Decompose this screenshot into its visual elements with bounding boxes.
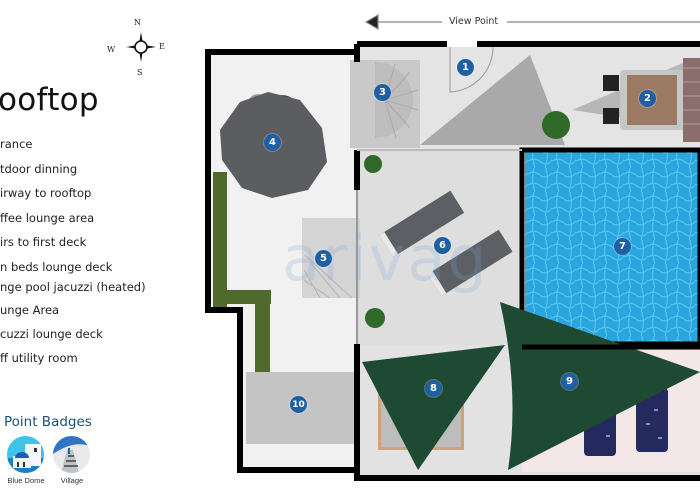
marker-9[interactable]: 9 <box>561 373 578 390</box>
page-title: ooftop <box>0 82 99 118</box>
sun-bed <box>379 190 465 258</box>
legend-item-4: ffee lounge area <box>0 211 95 225</box>
marker-7[interactable]: 7 <box>614 238 631 255</box>
legend-item-7: nge pool jacuzzi (heated) <box>0 280 146 294</box>
compass-e: E <box>159 42 165 51</box>
badge-village[interactable]: Village <box>53 436 97 485</box>
shade-sail <box>362 345 505 470</box>
legend-item-10: ff utility room <box>0 351 78 365</box>
badge-blue-dome[interactable]: Blue Dome <box>7 436 51 485</box>
compass-n: N <box>134 18 141 27</box>
stairway-spiral <box>350 60 420 148</box>
compass-rose-icon <box>126 32 156 62</box>
watermark: arivag <box>282 222 489 295</box>
point-badges-title: Point Badges <box>4 414 92 430</box>
entrance-door <box>447 41 494 93</box>
marker-3[interactable]: 3 <box>374 84 391 101</box>
planter <box>213 172 271 372</box>
compass-w: W <box>107 45 116 54</box>
marker-10[interactable]: 10 <box>290 396 307 413</box>
legend-item-1: rance <box>0 137 33 151</box>
legend-item-2: tdoor dinning <box>0 162 78 176</box>
view-point-label: View Point <box>449 16 499 27</box>
marker-4[interactable]: 4 <box>264 134 281 151</box>
legend-item-5: irs to first deck <box>0 235 87 249</box>
marker-1[interactable]: 1 <box>457 59 474 76</box>
legend-item-6: n beds lounge deck <box>0 260 113 274</box>
view-cone <box>420 55 565 145</box>
view-point-indicator <box>362 12 700 32</box>
marker-5[interactable]: 5 <box>315 250 332 267</box>
compass-s: S <box>137 68 143 77</box>
village-icon <box>53 436 90 473</box>
walls <box>205 41 700 481</box>
blue-dome-icon <box>7 436 44 473</box>
compass: N S E W <box>105 18 175 80</box>
sun-bed <box>427 229 513 297</box>
badge-label: Village <box>60 476 84 485</box>
legend-item-8: unge Area <box>0 303 60 317</box>
plant <box>364 111 570 328</box>
shade-sail <box>500 302 700 470</box>
pool <box>525 152 700 342</box>
legend-item-3: irway to rooftop <box>0 186 92 200</box>
marker-2[interactable]: 2 <box>639 90 656 107</box>
marker-6[interactable]: 6 <box>434 237 451 254</box>
badge-label: Blue Dome <box>7 476 45 485</box>
legend-item-9: cuzzi lounge deck <box>0 327 103 341</box>
marker-8[interactable]: 8 <box>425 380 442 397</box>
